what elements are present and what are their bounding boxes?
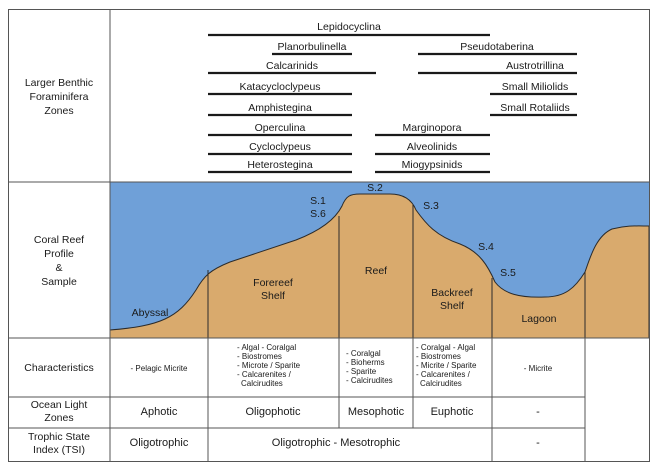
trophic-abyssal: Oligotrophic	[130, 437, 189, 449]
characteristic-backreef-line: - Biostromes	[416, 352, 461, 361]
characteristic-reef-line: - Sparite	[346, 367, 377, 376]
sample-label-s2: S.2	[367, 182, 383, 194]
sediment-profile	[109, 193, 650, 339]
characteristic-abyssal: - Pelagic Micrite	[131, 364, 188, 373]
row-header-reef: Coral Reef Profile & Sample	[34, 234, 84, 288]
sample-label-s5: S.5	[500, 267, 516, 279]
taxon-label-alveolinids: Alveolinids	[407, 141, 457, 153]
characteristic-backreef-line: - Calcarenites /	[416, 370, 471, 379]
ocean-light-row: Aphotic Oligophotic Mesophotic Euphotic …	[141, 406, 541, 418]
characteristic-backreef-line: - Micrite / Sparite	[416, 361, 477, 370]
characteristic-forereef-line: - Calcarenites /	[237, 370, 292, 379]
light-zone-abyssal: Aphotic	[141, 406, 178, 418]
characteristic-forereef-line: Calcirudites	[241, 379, 283, 388]
sample-label-s1: S.1	[310, 195, 326, 207]
reef-header-line: Coral Reef	[34, 234, 84, 246]
row-header-ocean-light: Ocean Light Zones	[31, 399, 88, 424]
taxon-label-calcarinids: Calcarinids	[266, 60, 318, 72]
row-header-lbf: Larger Benthic Foraminifera Zones	[25, 77, 93, 117]
trophic-header-line: Trophic State	[28, 431, 90, 443]
characteristic-reef-line: - Bioherms	[346, 358, 385, 367]
taxon-label-austrotrillina: Austrotrillina	[506, 60, 564, 72]
taxon-label-operculina: Operculina	[255, 122, 306, 134]
taxon-label-katacycloclypeus: Katacycloclypeus	[239, 81, 320, 93]
taxon-label-amphistegina: Amphistegina	[248, 102, 312, 114]
taxon-label-cycloclypeus: Cycloclypeus	[249, 141, 311, 153]
lbf-header-line: Zones	[44, 105, 73, 117]
light-zone-backreef: Euphotic	[431, 406, 474, 418]
sample-label-s3: S.3	[423, 200, 439, 212]
characteristic-reef-line: - Coralgal	[346, 349, 381, 358]
zone-label-lagoon: Lagoon	[521, 313, 556, 325]
taxon-label-lepidocyclina: Lepidocyclina	[317, 21, 381, 33]
characteristic-backreef-line: - Coralgal - Algal	[416, 343, 475, 352]
zone-label-forereef-shelf: Shelf	[261, 290, 285, 302]
zone-dividers	[207, 205, 586, 338]
row-header-trophic: Trophic State Index (TSI)	[28, 431, 90, 456]
ocean-light-header-line: Zones	[44, 412, 73, 424]
foraminifera-ranges: Lepidocyclina Planorbulinella Pseudotabe…	[208, 21, 577, 174]
characteristic-lagoon: - Micrite	[524, 364, 553, 373]
taxon-label-planorbulinella: Planorbulinella	[278, 41, 347, 53]
reef-header-line: &	[55, 262, 62, 274]
taxon-label-pseudotaberina: Pseudotaberina	[460, 41, 534, 53]
lbf-header-line: Foraminifera	[30, 91, 89, 103]
zone-label-reef: Reef	[365, 265, 387, 277]
light-zone-lagoon: -	[536, 406, 540, 418]
characteristic-forereef-line: - Microte / Sparite	[237, 361, 301, 370]
taxon-label-marginopora: Marginopora	[403, 122, 462, 134]
characteristic-reef-line: - Calcirudites	[346, 376, 393, 385]
light-zone-forereef: Oligophotic	[245, 406, 301, 418]
zone-label-backreef: Backreef	[431, 287, 473, 299]
zone-label-forereef: Forereef	[253, 277, 293, 289]
trophic-header-line: Index (TSI)	[33, 444, 85, 456]
taxon-label-heterostegina: Heterostegina	[247, 159, 313, 171]
sample-label-s4: S.4	[478, 241, 494, 253]
characteristic-forereef-line: - Biostromes	[237, 352, 282, 361]
characteristic-forereef-line: - Algal - Coralgal	[237, 343, 296, 352]
taxon-label-small-rotaliids: Small Rotaliids	[500, 102, 569, 114]
taxon-label-miogypsinids: Miogypsinids	[402, 159, 463, 171]
zone-label-abyssal: Abyssal	[132, 307, 169, 319]
ocean-light-header-line: Ocean Light	[31, 399, 88, 411]
light-zone-reef: Mesophotic	[348, 406, 405, 418]
lbf-header-line: Larger Benthic	[25, 77, 93, 89]
trophic-row: Oligotrophic Oligotrophic - Mesotrophic …	[130, 437, 541, 449]
characteristic-backreef-line: Calcirudites	[420, 379, 462, 388]
characteristics-row: - Pelagic Micrite - Algal - Coralgal - B…	[131, 343, 553, 388]
sample-label-s6: S.6	[310, 208, 326, 220]
reef-header-line: Sample	[41, 276, 77, 288]
trophic-lagoon: -	[536, 437, 540, 449]
zone-label-backreef-shelf: Shelf	[440, 300, 464, 312]
trophic-shelf-reef: Oligotrophic - Mesotrophic	[272, 437, 401, 449]
taxon-label-small-miliolids: Small Miliolids	[502, 81, 569, 93]
reef-profile: Abyssal Forereef Shelf Reef Backreef She…	[109, 182, 650, 339]
characteristics-header: Characteristics	[24, 362, 93, 374]
reef-header-line: Profile	[44, 248, 74, 260]
